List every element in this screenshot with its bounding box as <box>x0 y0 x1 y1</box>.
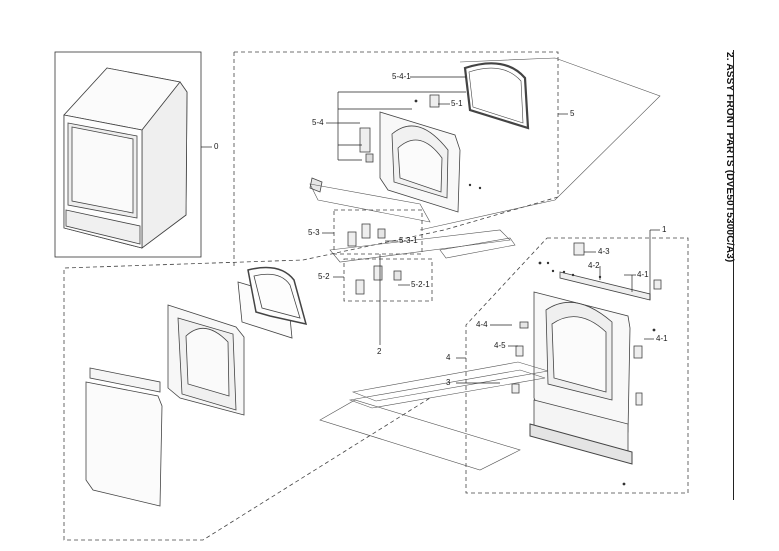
callout-5-4: 5-4 <box>312 118 324 127</box>
callout-4-2: 4-2 <box>588 261 600 270</box>
screw-dots <box>414 99 656 486</box>
callout-3: 3 <box>446 378 451 387</box>
door-parts <box>85 266 308 507</box>
dashed-region-lines <box>63 51 689 541</box>
kick-plate <box>529 423 633 465</box>
callout-0: 0 <box>214 142 219 151</box>
callout-4-4: 4-4 <box>476 320 488 329</box>
callout-2: 2 <box>377 347 382 356</box>
page-title: 2. ASSY FRONT PARTS (DVE50T5300C/A3) <box>724 52 735 263</box>
callout-5-3-1: 5-3-1 <box>399 236 418 245</box>
callout-4-3: 4-3 <box>598 247 610 256</box>
callout-4-5: 4-5 <box>494 341 506 350</box>
front-frame-assembly <box>309 62 530 295</box>
door-outer-panel <box>85 381 163 507</box>
leader-lines <box>201 76 660 384</box>
dryer-illustration <box>63 67 188 249</box>
door-gasket <box>463 62 530 130</box>
callout-4: 4 <box>446 353 451 362</box>
callout-5-4-1: 5-4-1 <box>392 72 411 81</box>
callout-4-1b: 4-1 <box>656 334 668 343</box>
inset-box-assembly <box>54 51 202 258</box>
title-rule <box>733 50 734 500</box>
callout-4-1a: 4-1 <box>637 270 649 279</box>
assembly-guide-panels <box>309 57 661 471</box>
callout-1: 1 <box>662 225 667 234</box>
callout-5-2-1: 5-2-1 <box>411 280 430 289</box>
callout-5-1: 5-1 <box>451 99 463 108</box>
callout-5: 5 <box>570 109 575 118</box>
callout-5-3: 5-3 <box>308 228 320 237</box>
callout-5-2: 5-2 <box>318 272 330 281</box>
